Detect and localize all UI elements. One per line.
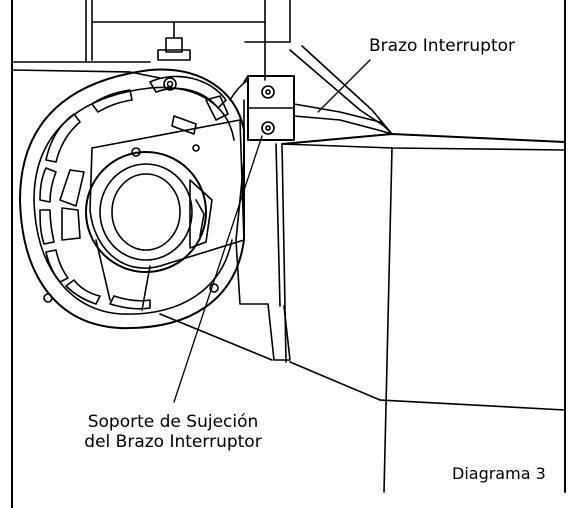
callout-leader-lines — [173, 59, 371, 403]
cabinet-box — [281, 133, 566, 493]
diagram-caption: Diagrama 3 — [452, 464, 546, 483]
bracket-callout-line-2: del Brazo Interruptor — [84, 432, 262, 452]
switch-arm — [289, 45, 393, 135]
bracket — [229, 75, 295, 141]
motor-face-plate — [19, 68, 245, 330]
switch-arm-leader — [317, 59, 371, 113]
switch-arm-callout: Brazo Interruptor — [369, 36, 516, 56]
bracket-callout-line-1: Soporte de Sujeción — [87, 412, 259, 432]
top-post — [157, 21, 191, 61]
motor-mount-plate — [159, 99, 291, 361]
bracket-leader — [173, 135, 263, 403]
housing-walls — [11, 0, 291, 81]
bracket-callout: Soporte de Sujeción del Brazo Interrupto… — [48, 412, 298, 452]
motor-shaft-hub — [85, 119, 245, 311]
